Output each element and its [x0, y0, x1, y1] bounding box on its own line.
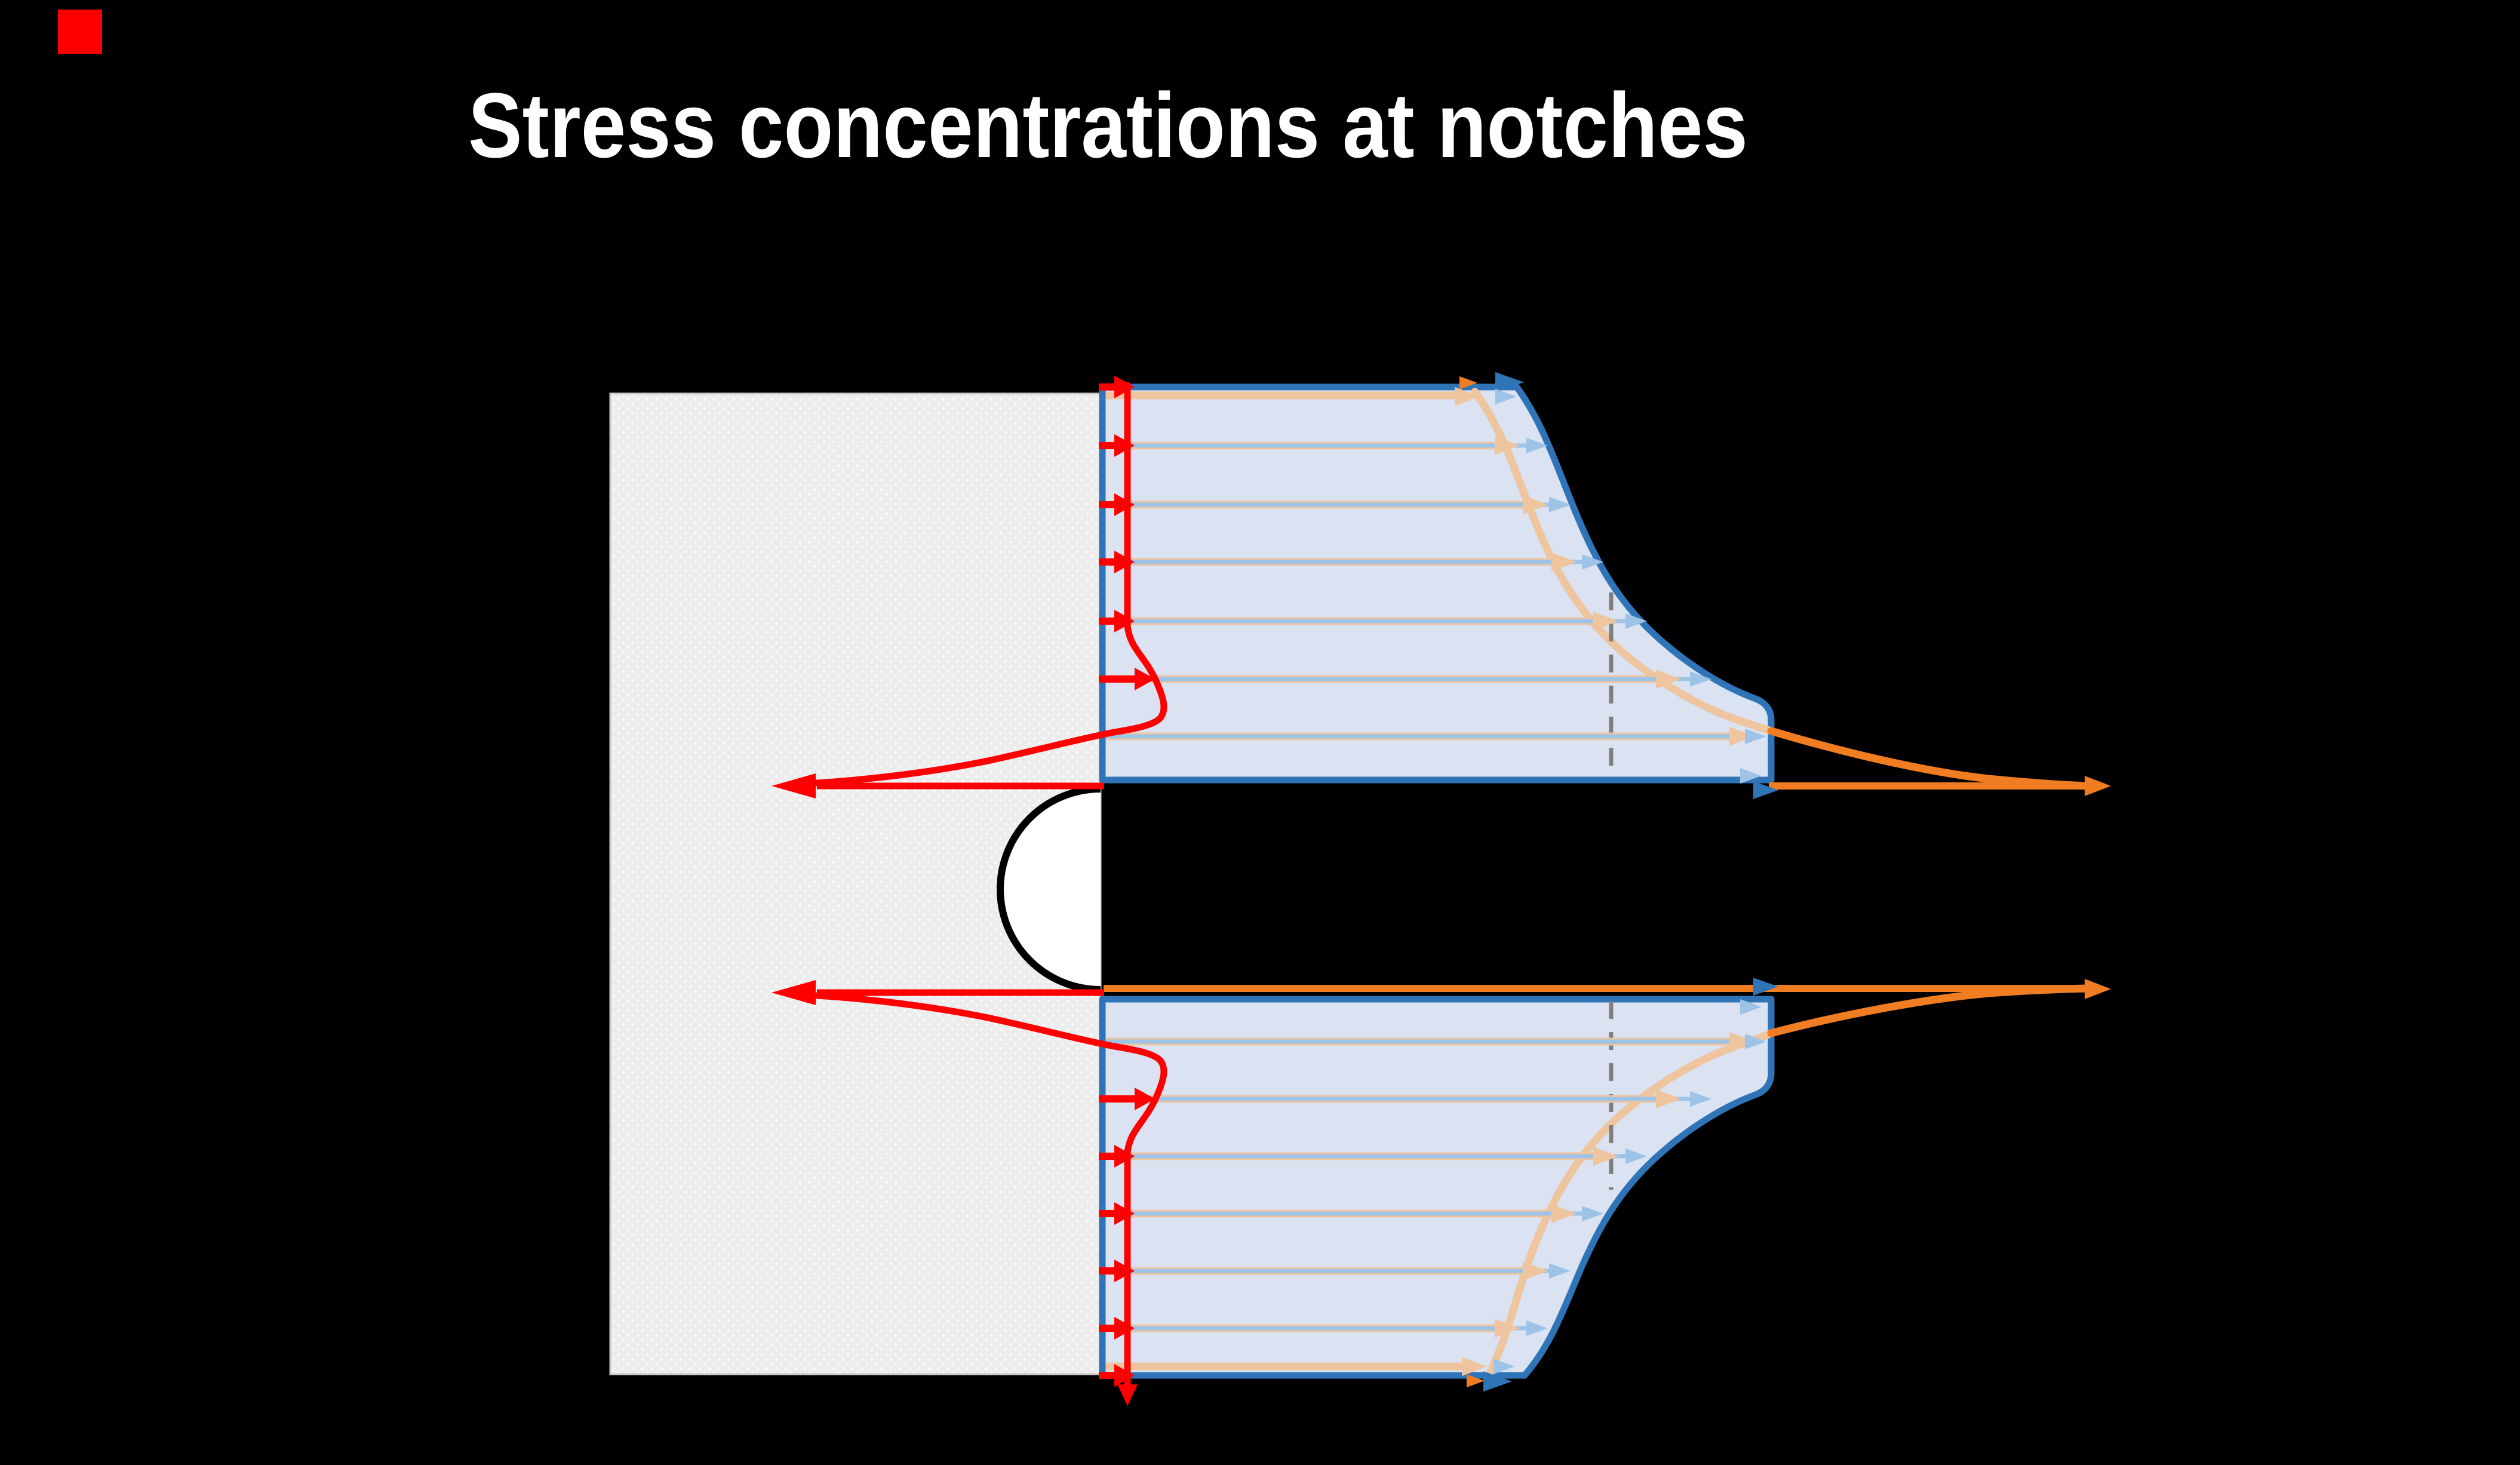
tan-row-arrowhead-bottom-0: [1729, 1032, 1754, 1051]
tan-row-arrowhead-top-0: [1495, 436, 1520, 455]
tan-row-arrowhead-bottom-3: [1551, 1204, 1576, 1223]
orange-decay-curve-top: [1767, 727, 2091, 790]
blue-tip-bottom-edge: [1483, 1371, 1512, 1392]
blue-row-arrowhead-top-2: [1582, 554, 1603, 570]
stress-region-bottom: [1099, 996, 1775, 1379]
notch-fill: [1000, 789, 1101, 990]
red-stub-arrowhead-5: [1114, 1145, 1135, 1168]
blue-row-arrowhead-top-5: [1745, 729, 1766, 744]
tan-row-arrowhead-top-5: [1729, 727, 1754, 746]
bluelight-tip-slot-bottom-inside: [1740, 999, 1762, 1015]
blue-row-arrowhead-top-0: [1526, 438, 1548, 453]
tan-tip-top-edge-row: [1455, 387, 1480, 406]
tan-row-arrowhead-top-2: [1551, 552, 1576, 572]
blue-row-arrowhead-top-4: [1690, 671, 1711, 687]
red-left-arrowhead-bottom: [772, 980, 816, 1005]
blue-tip-slot-bottom-outside: [1753, 978, 1778, 996]
red-stub-arrowhead-2: [1114, 493, 1135, 516]
blue-row-arrowhead-bottom-4: [1549, 1263, 1571, 1279]
tan-row-arrowhead-bottom-1: [1656, 1089, 1681, 1108]
blue-tip-top-edge: [1495, 372, 1524, 392]
blue-row-arrowhead-top-1: [1549, 497, 1571, 512]
orange-tip-bottom-edge: [1467, 1374, 1485, 1387]
bluelight-tip-slot-top-inside: [1740, 768, 1762, 784]
bluelight-tip-top-edge-row: [1495, 389, 1517, 404]
red-stub-long-arrowhead-1: [1135, 1088, 1155, 1110]
orange-decay-curve-bottom: [1767, 984, 2091, 1037]
red-left-arrowhead-top: [772, 773, 816, 798]
tan-row-arrowhead-top-1: [1523, 495, 1548, 514]
blue-row-arrowhead-bottom-0: [1745, 1034, 1766, 1049]
blue-row-arrowhead-bottom-1: [1690, 1091, 1711, 1107]
red-stress-profile-top: [813, 382, 1167, 787]
orange-right-arrowhead-top: [2085, 776, 2111, 796]
red-stub-arrowhead-4: [1114, 610, 1135, 632]
red-stub-arrowhead-0: [1114, 376, 1135, 398]
orange-right-arrowhead-bottom: [2085, 979, 2111, 999]
slide-title: Stress concentrations at notches: [468, 74, 1748, 177]
tan-row-arrowhead-bottom-4: [1523, 1261, 1548, 1280]
blue-tip-slot-top-outside: [1753, 781, 1778, 799]
blue-row-arrowhead-bottom-2: [1625, 1148, 1647, 1164]
red-stress-profile-bottom: [813, 992, 1167, 1382]
tan-tip-bottom-edge-row: [1462, 1357, 1487, 1376]
blue-row-arrowhead-bottom-3: [1582, 1206, 1603, 1221]
blue-row-arrowhead-top-3: [1625, 613, 1647, 629]
red-stub-arrowhead-9: [1114, 1364, 1135, 1387]
blue-row-arrowhead-bottom-5: [1526, 1320, 1548, 1336]
red-stub-long-arrowhead-0: [1135, 668, 1155, 690]
tan-row-arrowhead-bottom-5: [1495, 1319, 1520, 1338]
bluelight-tip-bottom-edge-row: [1493, 1359, 1515, 1374]
red-stub-arrowhead-6: [1114, 1202, 1135, 1225]
tan-row-arrowhead-bottom-2: [1593, 1147, 1618, 1166]
red-stub-arrowhead-8: [1114, 1317, 1135, 1340]
notch-outline: [997, 785, 1101, 993]
red-stub-arrowhead-3: [1114, 551, 1135, 573]
tan-row-arrowhead-top-3: [1593, 612, 1618, 631]
red-square-marker: [58, 10, 102, 54]
tan-row-arrowhead-top-4: [1656, 669, 1681, 689]
red-stub-arrowhead-7: [1114, 1260, 1135, 1282]
orange-tip-top-edge: [1459, 376, 1477, 389]
red-stub-arrowhead-1: [1114, 434, 1135, 457]
red-down-arrowhead: [1117, 1384, 1138, 1406]
